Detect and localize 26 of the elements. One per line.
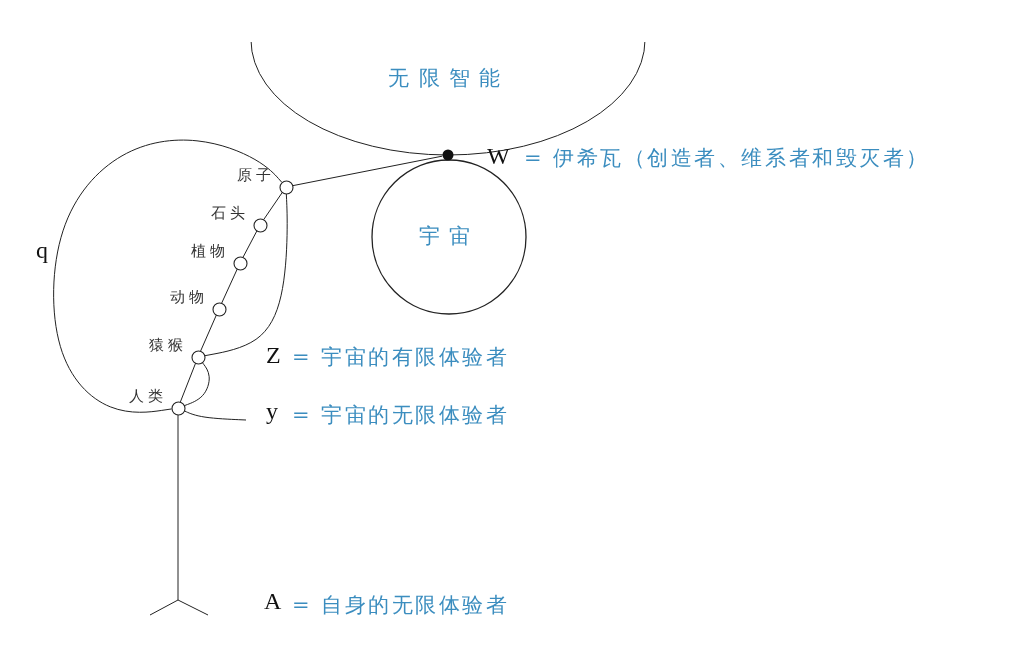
symbol-label: W	[487, 143, 510, 170]
connector-line	[242, 230, 258, 258]
definition-text: = 宇宙的无限体验者	[292, 402, 510, 429]
node-label: 人类	[128, 386, 168, 406]
connector-line	[177, 414, 179, 601]
connector-line	[263, 191, 283, 221]
symbol-label: Z	[266, 342, 281, 369]
connector-line	[183, 361, 210, 407]
definition-text: = 自身的无限体验者	[292, 592, 510, 619]
node-label: 植物	[190, 241, 230, 261]
connector-line	[53, 139, 283, 413]
definition-text: = 伊希瓦（创造者、维系者和毁灭者）	[524, 145, 930, 172]
connector-line	[200, 314, 217, 352]
node-label: 原子	[236, 165, 276, 185]
connector-line	[183, 410, 247, 421]
node-label: 无限智能	[387, 65, 511, 92]
definition-text: = 宇宙的有限体验者	[292, 344, 510, 371]
node-label: 石头	[210, 203, 250, 223]
symbol-label: y	[266, 398, 278, 425]
connector-line	[179, 362, 197, 403]
connector-line	[221, 268, 238, 304]
node-label: 动物	[169, 287, 209, 307]
node-label: 猿猴	[148, 335, 188, 355]
symbol-label: A	[264, 588, 282, 615]
node-label: 宇宙	[417, 223, 481, 250]
connector-line	[203, 193, 288, 357]
